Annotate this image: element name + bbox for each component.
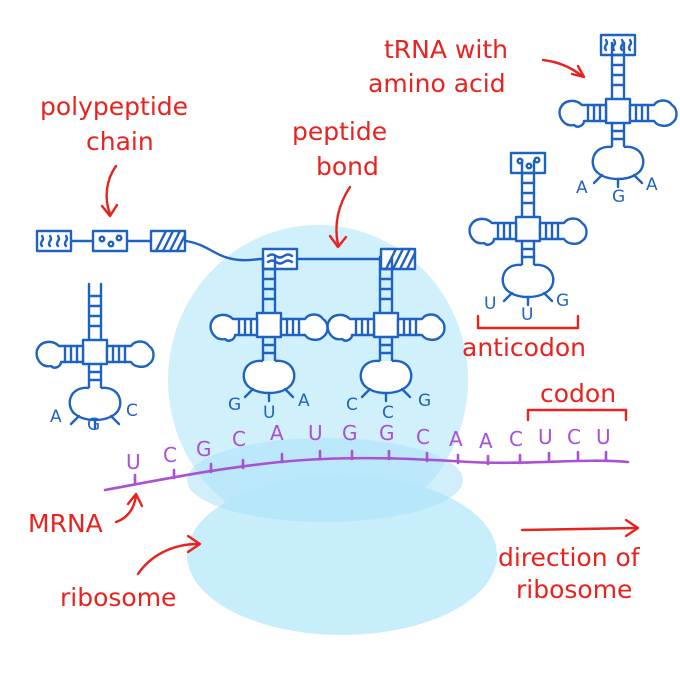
- amino-acid-box-wave: [261, 247, 299, 271]
- amino-acid-box-wave: [599, 33, 637, 57]
- codon-bracket: [526, 408, 628, 422]
- mrna-base: C: [567, 425, 581, 449]
- mrna-base: G: [342, 421, 358, 445]
- polypeptide-chain: [35, 229, 264, 262]
- trna-site-2-base: C: [382, 403, 394, 423]
- mrna-arrow: [114, 492, 144, 524]
- amino-acid-box-wave: [35, 229, 73, 253]
- trna-icon: [468, 159, 588, 307]
- trna-site-1-base: A: [298, 391, 310, 411]
- trna-icon: [558, 41, 678, 189]
- ribosome-arrow: [136, 534, 202, 576]
- peptide-bond-label-line2: bond: [316, 152, 379, 181]
- trna-arrow: [541, 58, 586, 79]
- trna-site-2-base: G: [418, 391, 431, 411]
- trna-site-1-base: U: [263, 403, 275, 423]
- mrna-bases: U C G C A U G G C A A C U C U: [126, 421, 611, 474]
- mrna-base: U: [538, 425, 553, 449]
- mrna-base: U: [596, 425, 611, 449]
- anticodon-bracket: [476, 314, 580, 330]
- anticodon-label: anticodon: [462, 333, 586, 362]
- mrna-base: C: [232, 427, 246, 451]
- amino-acid-box-dots: [509, 151, 547, 175]
- trna-top-right-base: A: [646, 175, 658, 195]
- mrna-base: A: [270, 421, 284, 445]
- direction-arrow: [520, 518, 640, 538]
- peptide-bond-label-line1: peptide: [292, 117, 387, 146]
- mrna-base: C: [163, 443, 177, 467]
- amino-acid-box-dots: [91, 229, 129, 253]
- trna-left-base: A: [50, 407, 62, 427]
- trna-right-base: U: [484, 294, 496, 314]
- polypeptide-arrow: [100, 164, 119, 218]
- trna-site-2-base: C: [346, 395, 358, 415]
- mrna-base: G: [196, 437, 212, 461]
- mrna-base: G: [379, 421, 395, 445]
- trna-top-right: [558, 33, 678, 189]
- trna-top-right-base: G: [612, 187, 625, 207]
- trna-label-line2: amino acid: [368, 69, 506, 98]
- mrna-base: U: [308, 421, 323, 445]
- trna-right-base: G: [556, 291, 569, 311]
- ribosome-overlap: [187, 438, 463, 522]
- mrna-strand: [103, 449, 630, 492]
- mrna-label: MRNA: [28, 509, 103, 538]
- trna-top-right-base: A: [576, 178, 588, 198]
- mrna-base: C: [509, 427, 523, 451]
- trna-left-base: C: [126, 401, 138, 421]
- mrna-base: A: [449, 427, 463, 451]
- trna-right: [468, 151, 588, 307]
- trna-left-base: G: [87, 415, 100, 435]
- codon-label: codon: [540, 379, 616, 408]
- peptide-bond-arrow: [328, 185, 352, 249]
- mrna-base: C: [416, 425, 430, 449]
- trna-right-base: U: [521, 305, 533, 325]
- mrna-base: U: [126, 450, 141, 474]
- ribosome-label: ribosome: [60, 583, 176, 612]
- amino-acid-box-hatch: [379, 247, 417, 271]
- trna-label-line1: tRNA with: [384, 35, 508, 64]
- trna-site-1-base: G: [228, 395, 241, 415]
- mrna-base: A: [479, 429, 493, 453]
- direction-label-line2: ribosome: [516, 575, 632, 604]
- amino-acid-box-hatch: [149, 229, 187, 253]
- direction-label-line1: direction of: [498, 543, 641, 572]
- polypeptide-label-line1: polypeptide: [40, 92, 188, 121]
- polypeptide-label-line2: chain: [86, 127, 154, 156]
